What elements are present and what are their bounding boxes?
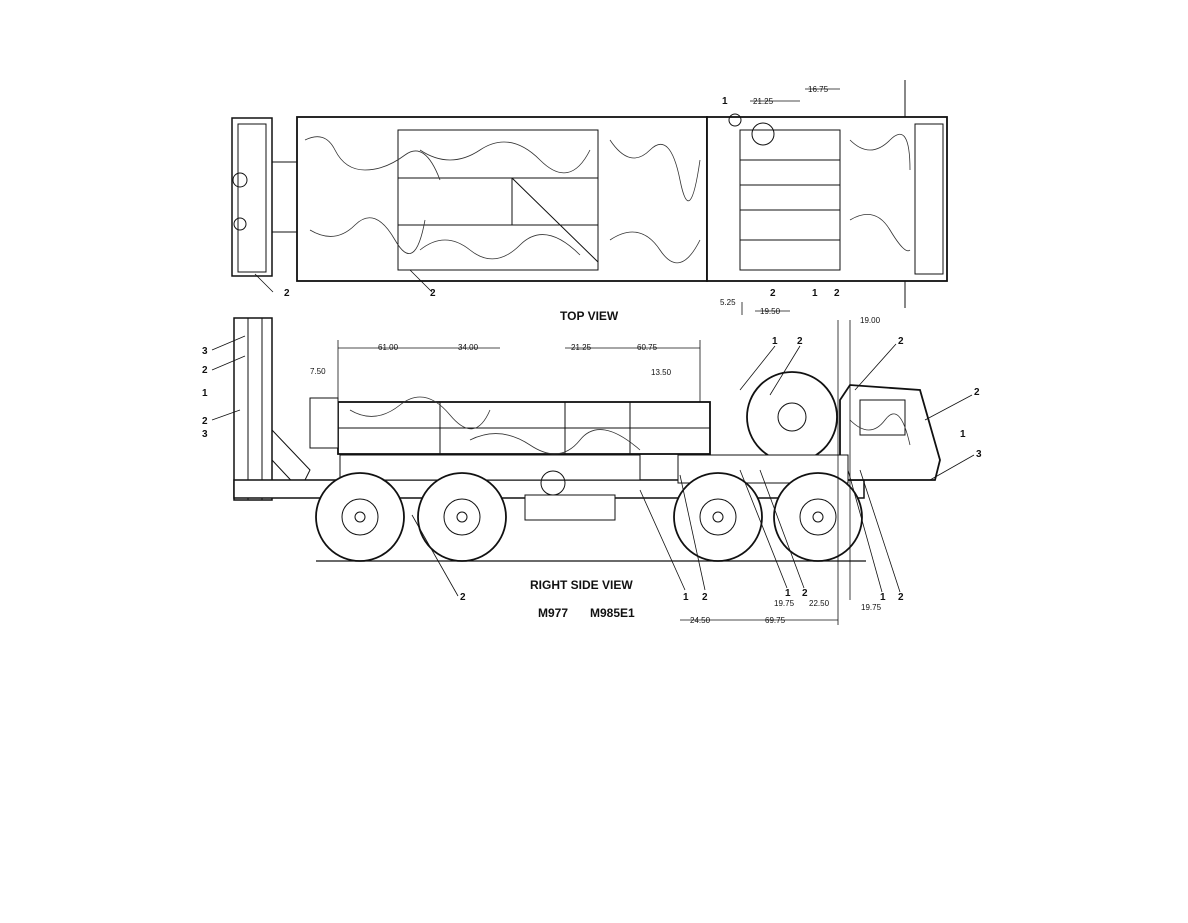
front-wheel-1: [673, 472, 763, 562]
callout-2-bottom-a: 2: [702, 592, 708, 603]
dim-bottom-22-50: 22.50: [809, 599, 830, 608]
callout-1-top-mirror: 1: [722, 96, 728, 107]
crane-rear-block: [231, 117, 273, 277]
cab-tank-area: [739, 129, 841, 271]
fuel-tank-side: [524, 494, 616, 521]
crane-mast: [247, 317, 263, 501]
camo-line-1: [304, 136, 441, 181]
callout-2-left-a: 2: [202, 365, 208, 376]
camo-line-4: [419, 234, 581, 260]
callout-2-side-top: 2: [797, 336, 803, 347]
dim-bottom-19-75-b: 19.75: [861, 603, 882, 612]
camo-line-5: [609, 139, 701, 202]
dim-top-16-75: 16.75: [808, 85, 829, 94]
dim-bottom-69-75: 69.75: [765, 616, 786, 625]
model-m977: M977: [538, 606, 568, 620]
side-view-dimensions: 61.00 34.00 21.25 60.75 7.50 13.50 19.00…: [310, 316, 882, 625]
crane-inner-frame: [237, 123, 267, 273]
spare-tire-side: [746, 371, 838, 463]
callout-1-side-top: 1: [772, 336, 778, 347]
callout-3-left-a: 3: [202, 346, 208, 357]
callout-2-bottom-b: 2: [802, 588, 808, 599]
callout-2-left-b: 2: [202, 416, 208, 427]
dim-side-7-50: 7.50: [310, 367, 326, 376]
callout-3-left-b: 3: [202, 429, 208, 440]
dim-side-21-25: 21.25: [571, 343, 592, 352]
callout-1-bottom-a: 1: [683, 592, 689, 603]
callout-2-side-right-top: 2: [898, 336, 904, 347]
dim-side-61-00: 61.00: [378, 343, 399, 352]
model-m985e1: M985E1: [590, 606, 635, 620]
cargo-bed-outline: [296, 116, 708, 282]
side-view-drawing: [233, 317, 941, 562]
top-view-drawing: [231, 80, 948, 308]
rear-box: [309, 397, 339, 449]
camo-side-1: [349, 396, 491, 430]
rear-wheel-1: [315, 472, 405, 562]
cab-section-outline: [706, 116, 948, 282]
callout-2-top-mid: 2: [430, 288, 436, 299]
spare-tire-top: [751, 122, 775, 146]
callout-2-top-left: 2: [284, 288, 290, 299]
callout-1-bottom-c: 1: [880, 592, 886, 603]
cargo-diagonal: [511, 177, 599, 263]
dim-side-34-00: 34.00: [458, 343, 479, 352]
right-side-view-caption: RIGHT SIDE VIEW: [530, 578, 633, 592]
camo-side-2: [469, 429, 641, 455]
cab-front: [914, 123, 944, 275]
rear-wheel-2: [417, 472, 507, 562]
callout-2-top-right-a: 2: [770, 288, 776, 299]
callout-1-cab-right: 1: [960, 429, 966, 440]
camo-line-7: [849, 134, 911, 171]
crane-pulley-2: [233, 217, 247, 231]
crane-arm: [271, 161, 299, 233]
cargo-frame: [397, 129, 599, 271]
dim-side-19-00: 19.00: [860, 316, 881, 325]
camo-side-3: [849, 413, 911, 446]
callout-2-bottom-c: 2: [898, 592, 904, 603]
dim-top-5-25: 5.25: [720, 298, 736, 307]
cab-side: [839, 384, 941, 481]
cab-window: [859, 399, 906, 436]
callout-1-top-right: 1: [812, 288, 818, 299]
dim-top-21-25: 21.25: [753, 97, 774, 106]
camo-line-3: [419, 141, 591, 174]
front-wheel-2: [773, 472, 863, 562]
callout-1-bottom-b: 1: [785, 588, 791, 599]
underbody-boxes: [339, 454, 641, 481]
callout-2-top-right-b: 2: [834, 288, 840, 299]
callout-1-left: 1: [202, 388, 208, 399]
callout-2-side-bottom: 2: [460, 592, 466, 603]
dim-bottom-24-50: 24.50: [690, 616, 711, 625]
camo-line-8: [849, 213, 911, 252]
crane-tower: [233, 317, 273, 501]
dim-bottom-19-75-a: 19.75: [774, 599, 795, 608]
mirror-top: [728, 113, 742, 127]
crane-pulley: [232, 172, 248, 188]
callout-2-cab-right: 2: [974, 387, 980, 398]
side-reel: [540, 470, 566, 496]
spare-tire-hub: [777, 402, 807, 432]
dim-side-13-50: 13.50: [651, 368, 672, 377]
dim-top-19-50: 19.50: [760, 307, 781, 316]
camo-line-6: [609, 231, 701, 264]
camo-line-2: [309, 217, 426, 254]
top-view-caption: TOP VIEW: [560, 309, 619, 323]
callouts: 2 2 1 3 2 1 2 3 1 2 2 2 1 3 2 1 2 1 2 1 …: [202, 96, 982, 603]
callout-3-cab-right: 3: [976, 449, 982, 460]
dim-side-60-75: 60.75: [637, 343, 658, 352]
top-view-dimensions: 21.25 16.75 5.25 19.50: [720, 85, 840, 316]
